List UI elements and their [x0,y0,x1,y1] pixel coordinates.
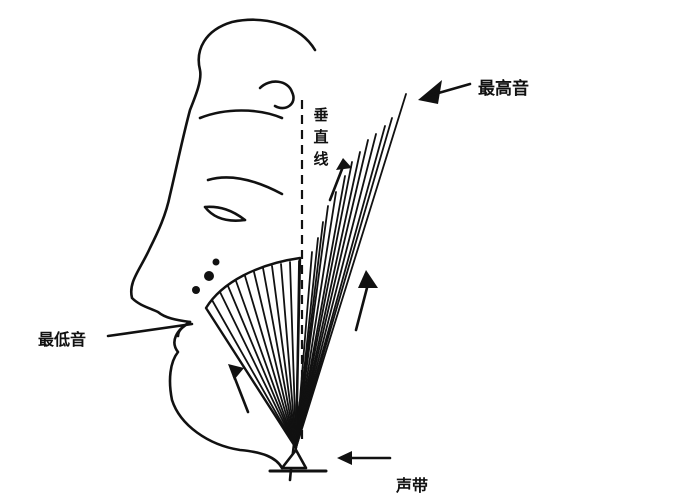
pitch-ray [295,139,369,449]
pitch-ray [262,267,297,449]
vertical-line-label: 垂直线 [313,106,329,168]
arrow-up-left-head [228,364,244,380]
ear-ridge [198,109,284,120]
pitch-ray [244,275,297,449]
pitch-ray-fan [211,93,407,449]
pitch-ray [295,93,407,449]
pitch-ray [235,280,297,449]
lowest-pitch-label: 最低音 [38,330,87,349]
pitch-ray [271,265,297,449]
larynx-symbol [268,448,328,473]
pitch-ray [280,263,297,449]
arrow-up-left [232,374,250,414]
lowest-pitch-leader [106,322,194,338]
hair-curl [258,80,295,110]
pitch-ray [295,133,377,449]
head-profile-outline [129,18,317,470]
arrow-up-right [354,282,370,332]
highest-pitch-label: 最高音 [478,79,529,99]
highest-pitch-arrowhead [418,80,442,104]
nostril-dots [192,258,220,294]
pitch-ray [295,161,353,449]
pitch-ray [211,299,297,449]
pitch-ray [289,261,297,449]
arrow-up-right-head [358,270,378,288]
pitch-ray [295,191,337,449]
pitch-ray [253,271,297,449]
vertical-line-arrow [328,162,346,202]
pitch-ray [295,205,329,449]
pitch-ray [295,117,393,449]
highest-pitch-arrow [426,82,472,98]
low-pitch-fan-outline [204,256,302,450]
mouth-lips [176,320,192,338]
eyebrow [206,176,284,196]
eye [203,205,247,222]
pitch-ray [219,291,297,449]
pitch-ray [227,285,297,449]
vocal-cords-arrowhead [337,451,352,465]
vocal-cords-label: 声带 [396,476,429,495]
pitch-ray [295,260,300,449]
